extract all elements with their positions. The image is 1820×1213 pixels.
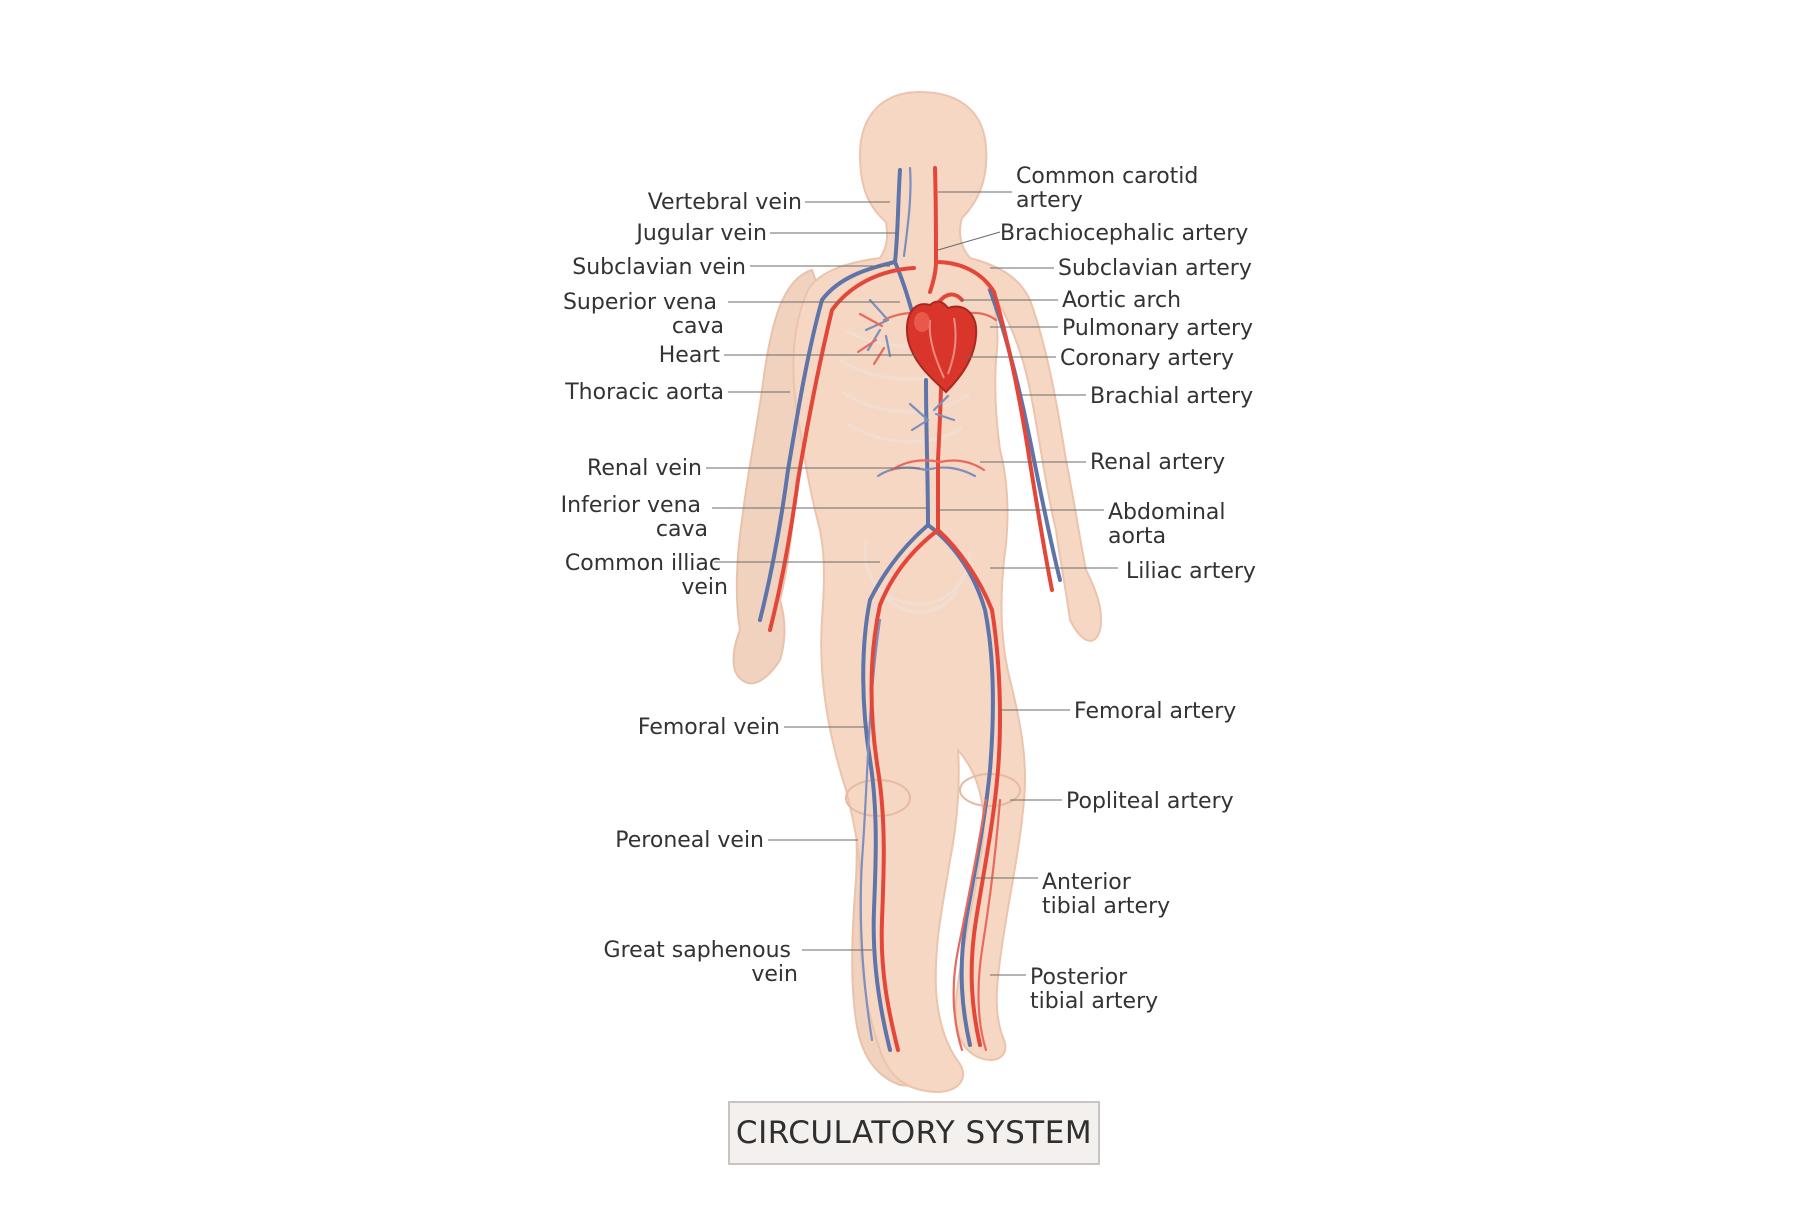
- label-femoral-vein: Femoral vein: [638, 715, 780, 740]
- label-superior-vena-cava: Superior vena cava: [563, 290, 724, 339]
- label-posterior-tibial-artery: Posterior tibial artery: [1030, 965, 1158, 1014]
- pelvis-hint: [863, 539, 972, 614]
- liver-vessel: [908, 394, 956, 432]
- posterior-tibial-artery: [977, 798, 1002, 1052]
- leader-line: [937, 231, 1001, 251]
- label-renal-vein: Renal vein: [587, 456, 702, 481]
- label-liliac-artery: Liliac artery: [1126, 559, 1256, 584]
- label-femoral-artery: Femoral artery: [1074, 699, 1236, 724]
- femoral-vein: [861, 598, 892, 1052]
- heart-organ: [906, 300, 978, 394]
- common-illiac-vein: [868, 523, 930, 602]
- heart-highlight: [914, 312, 930, 332]
- label-brachial-artery: Brachial artery: [1090, 384, 1253, 409]
- arm-artery-left: [768, 266, 916, 632]
- subclavian-artery: [934, 260, 996, 294]
- common-carotid-artery: [933, 166, 938, 264]
- label-renal-artery: Renal artery: [1090, 450, 1225, 475]
- label-common-carotid-artery: Common carotid artery: [1016, 164, 1205, 213]
- label-anterior-tibial-artery: Anterior tibial artery: [1042, 870, 1170, 919]
- lung-vessel: [864, 298, 892, 358]
- label-peroneal-vein: Peroneal vein: [615, 828, 764, 853]
- brachial-artery: [992, 290, 1054, 592]
- liliac-artery: [936, 528, 994, 612]
- labels-left: Vertebral vein Jugular vein Subclavian v…: [561, 190, 802, 987]
- label-abdominal-aorta: Abdominal aorta: [1108, 500, 1233, 549]
- arm-vein-left: [758, 298, 824, 622]
- label-brachiocephalic-artery: Brachiocephalic artery: [1000, 221, 1248, 246]
- labels-right: Common carotid artery Brachiocephalic ar…: [1000, 164, 1256, 1014]
- brachiocephalic-artery: [928, 260, 938, 294]
- ribcage-hint: [839, 328, 973, 444]
- coronary-artery: [928, 317, 957, 379]
- label-popliteal-artery: Popliteal artery: [1066, 789, 1234, 814]
- label-jugular-vein: Jugular vein: [634, 221, 767, 246]
- femoral-vein-right: [926, 523, 995, 1047]
- lung-vessel: [856, 312, 886, 366]
- label-heart: Heart: [659, 343, 721, 368]
- label-subclavian-artery: Subclavian artery: [1058, 256, 1252, 281]
- label-subclavian-vein: Subclavian vein: [572, 255, 746, 280]
- label-vertebral-vein: Vertebral vein: [648, 190, 802, 215]
- title-box: CIRCULATORY SYSTEM: [728, 1101, 1100, 1165]
- diagram-title: CIRCULATORY SYSTEM: [735, 1115, 1093, 1151]
- vertebral-vein: [902, 166, 912, 258]
- label-aortic-arch: Aortic arch: [1062, 288, 1181, 313]
- anterior-tibial-artery: [952, 798, 988, 1052]
- inferior-vena-cava: [924, 378, 930, 527]
- lung-vessels: [856, 298, 956, 432]
- label-inferior-vena-cava: Inferior vena cava: [561, 493, 708, 542]
- leader-lines: [706, 191, 1118, 976]
- jugular-vein: [893, 168, 902, 264]
- label-thoracic-aorta: Thoracic aorta: [564, 380, 724, 405]
- femoral-artery: [969, 608, 1002, 1047]
- arteries: [768, 166, 1054, 1052]
- subclavian-vein: [820, 260, 897, 302]
- label-coronary-artery: Coronary artery: [1060, 346, 1234, 371]
- femoral-artery-left: [869, 528, 940, 1052]
- label-great-saphenous-vein: Great saphenous vein: [604, 938, 798, 987]
- label-pulmonary-artery: Pulmonary artery: [1062, 316, 1253, 341]
- label-common-illiac-vein: Common illiac vein: [565, 551, 728, 600]
